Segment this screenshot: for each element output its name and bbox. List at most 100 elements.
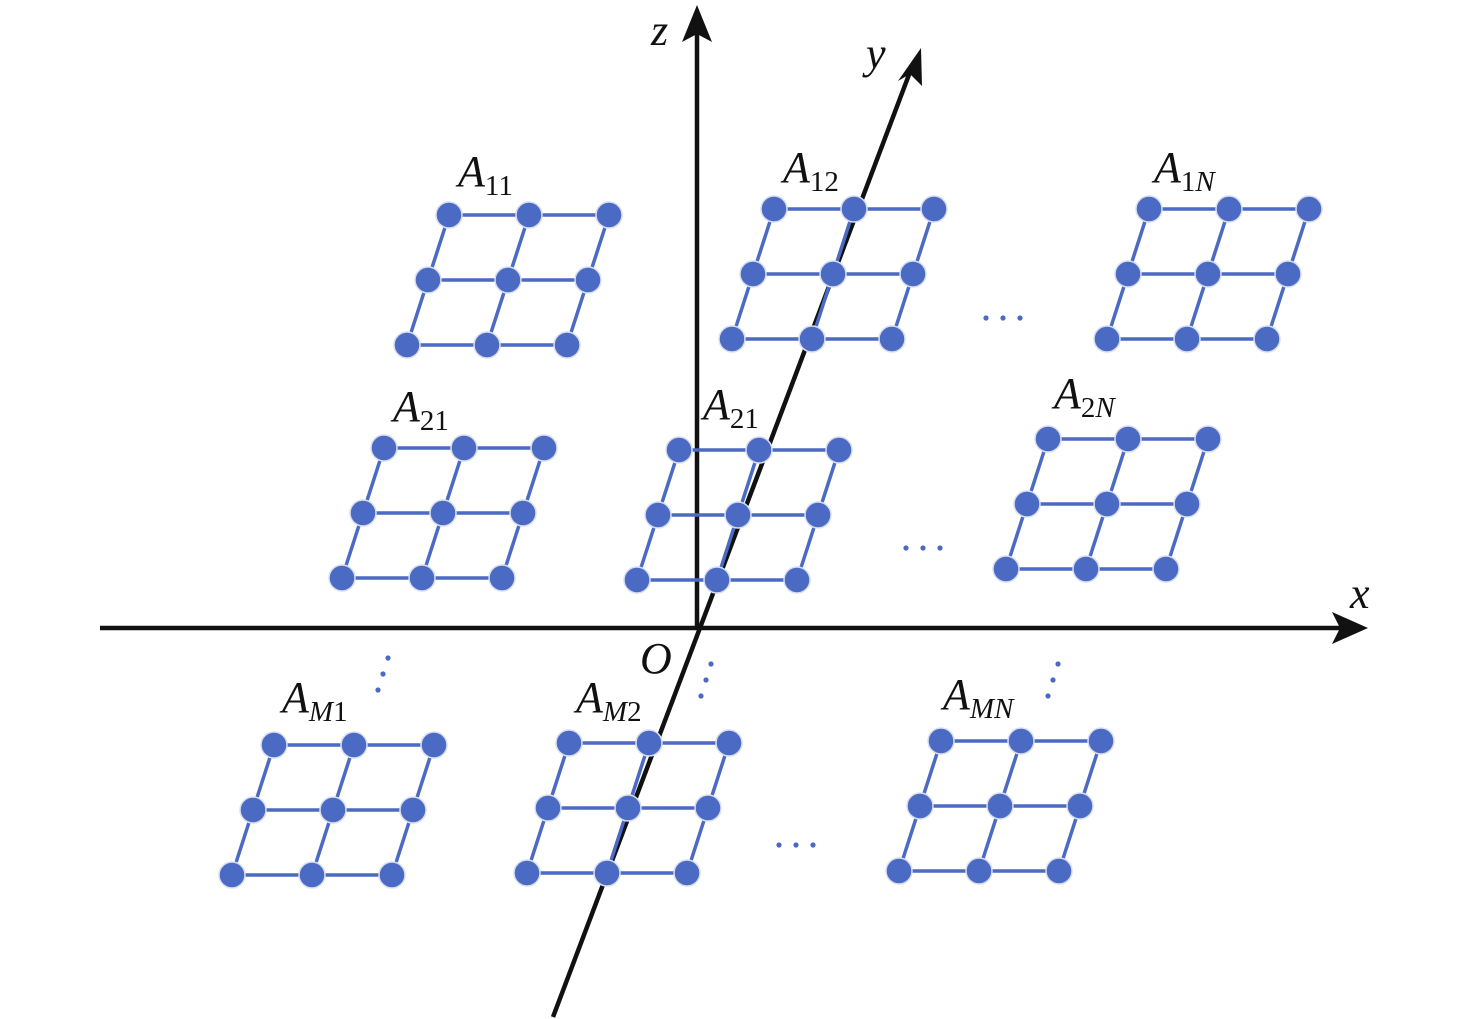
ellipsis-dot (793, 842, 799, 848)
ellipsis-dot (1000, 315, 1006, 321)
array-element-node (494, 266, 522, 294)
array-label-am2: AM2 (573, 673, 642, 728)
array-element-node (328, 564, 356, 592)
array-element-node (665, 436, 693, 464)
array-element-node (1173, 490, 1201, 518)
array-element-node (515, 201, 543, 229)
ellipsis-dot (1017, 315, 1023, 321)
array-element-node (593, 859, 621, 887)
array-element-node (1173, 325, 1201, 353)
array-label-row: M (308, 696, 335, 728)
array-a21-center (623, 436, 853, 594)
ellipsis-dot (983, 315, 989, 321)
horizontal-ellipsis-row2-icon (903, 545, 943, 551)
array-label-main: A (1051, 369, 1082, 418)
array-element-node (745, 436, 773, 464)
array-a1n (1093, 195, 1323, 353)
array-element-node (349, 499, 377, 527)
array-element-node (1114, 260, 1142, 288)
horizontal-ellipsis-rowm-icon (776, 842, 816, 848)
array-element-node (798, 325, 826, 353)
origin-label: O (640, 634, 672, 683)
array-element-node (1066, 792, 1094, 820)
array-label-main: A (700, 380, 731, 429)
y-axis-label: y (862, 29, 886, 78)
array-label-a11: A11 (455, 147, 513, 202)
array-label-row: 2 (1081, 392, 1096, 424)
array-element-node (1007, 727, 1035, 755)
array-element-node (239, 796, 267, 824)
array-element-node (715, 729, 743, 757)
array-element-node (399, 796, 427, 824)
array-element-node (703, 566, 731, 594)
array-label-a21-left: A21 (390, 382, 449, 437)
array-element-node (370, 434, 398, 462)
array-label-col: 1 (434, 405, 449, 437)
array-element-node (992, 555, 1020, 583)
array-label-row: M (602, 696, 629, 728)
array-element-node (1194, 260, 1222, 288)
ellipsis-dot (937, 545, 943, 551)
antenna-arrays (218, 195, 1323, 889)
ellipsis-dot (698, 693, 704, 699)
array-element-node (878, 325, 906, 353)
array-label-main: A (780, 143, 811, 192)
array-element-node (555, 729, 583, 757)
ellipsis-dot (1055, 661, 1061, 667)
array-label-row: 2 (420, 405, 435, 437)
array-element-node (1034, 425, 1062, 453)
array-label-col: N (1094, 392, 1116, 424)
array-element-node (378, 861, 406, 889)
ellipsis-indicators (375, 315, 1061, 848)
array-element-node (435, 201, 463, 229)
array-element-node (1295, 195, 1323, 223)
ellipsis-dot (903, 545, 909, 551)
array-label-main: A (1151, 143, 1182, 192)
array-element-node (1072, 555, 1100, 583)
array-a2n (992, 425, 1222, 583)
array-label-amn: AMN (940, 670, 1015, 725)
array-label-main: A (390, 382, 421, 431)
array-element-node (1013, 490, 1041, 518)
x-axis-arrow-icon (1332, 612, 1368, 644)
array-element-node (623, 566, 651, 594)
array-label-row: 1 (810, 166, 825, 198)
ellipsis-dot (810, 842, 816, 848)
array-element-node (927, 727, 955, 755)
array-element-node (1135, 195, 1163, 223)
ellipsis-dot (1050, 677, 1056, 683)
horizontal-ellipsis-row1-icon (983, 315, 1023, 321)
array-element-node (553, 331, 581, 359)
array-element-node (1215, 195, 1243, 223)
array-label-col: 2 (627, 696, 642, 728)
array-element-node (673, 859, 701, 887)
array-labels: A11 A12 A1N A21 A21 A2N AM1 AM2 AMN (279, 143, 1216, 728)
array-label-am1: AM1 (279, 673, 348, 728)
array-element-node (1194, 425, 1222, 453)
ellipsis-dot (380, 671, 386, 677)
array-element-node (574, 266, 602, 294)
array-element-node (739, 260, 767, 288)
array-a11 (393, 201, 623, 359)
array-element-node (450, 434, 478, 462)
ellipsis-dot (776, 842, 782, 848)
vertical-ellipsis-coln-icon (1045, 661, 1061, 699)
array-element-node (1087, 727, 1115, 755)
array-element-node (509, 499, 537, 527)
ellipsis-dot (703, 677, 709, 683)
array-element-node (1152, 555, 1180, 583)
array-label-row: 1 (1181, 166, 1196, 198)
array-label-main: A (279, 673, 310, 722)
array-label-row: M (969, 693, 996, 725)
array-element-node (1253, 325, 1281, 353)
array-element-node (319, 796, 347, 824)
array-element-node (819, 260, 847, 288)
array-element-node (298, 861, 326, 889)
x-axis-label: x (1349, 569, 1370, 618)
array-element-node (488, 564, 516, 592)
array-label-row: 1 (485, 170, 498, 202)
array-element-node (393, 331, 421, 359)
array-label-col: 1 (333, 696, 348, 728)
array-element-node (614, 794, 642, 822)
array-element-node (530, 434, 558, 462)
